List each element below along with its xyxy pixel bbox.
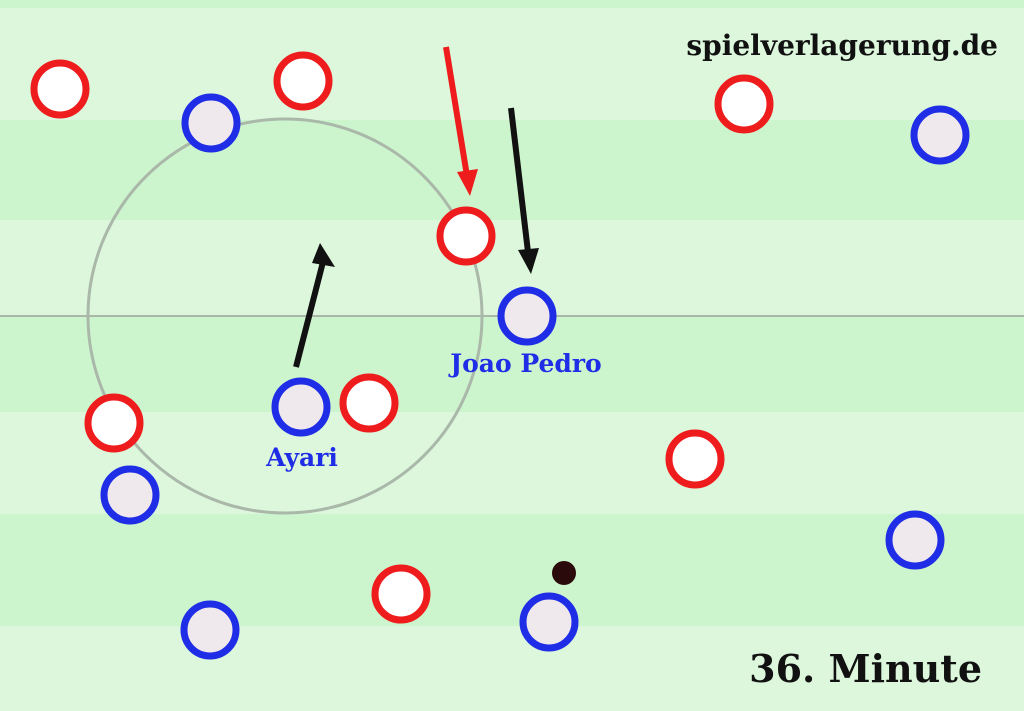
red-player-r2 (273, 51, 333, 111)
pitch-stripe (0, 8, 1024, 120)
arrow-red-press-head (457, 169, 478, 196)
arrow-red-press (443, 46, 470, 177)
arrow-joao-run (508, 107, 531, 253)
blue-player-b2 (910, 105, 970, 165)
red-player-r6 (84, 393, 144, 453)
player-label-joao-pedro: Joao Pedro (448, 349, 601, 378)
watermark: spielverlagerung.de (686, 29, 998, 62)
blue-player-b7 (180, 600, 240, 660)
player-label-ayari: Ayari (265, 443, 338, 472)
minute-label: 36. Minute (749, 646, 982, 691)
blue-player-b6 (885, 510, 945, 570)
red-player-r8 (371, 564, 431, 624)
pitch-stripe (0, 514, 1024, 626)
red-player-r1 (30, 59, 90, 119)
arrow-ayari-run-head (312, 243, 335, 267)
arrow-joao-run-head (518, 248, 539, 274)
blue-player-b3 (497, 286, 557, 346)
arrow-ayari-run (293, 253, 328, 368)
red-player-r7 (665, 429, 725, 489)
blue-player-b4 (271, 377, 331, 437)
ball (552, 561, 576, 585)
players-layer (30, 51, 970, 660)
center-circle (86, 117, 484, 515)
red-player-r4 (436, 206, 496, 266)
red-player-r3 (714, 74, 774, 134)
pitch-stripe (0, 626, 1024, 711)
blue-player-b8 (519, 592, 579, 652)
pitch-stripe (0, 0, 1024, 8)
pitch-stripe (0, 412, 1024, 514)
red-player-r5 (339, 373, 399, 433)
blue-player-b5 (100, 465, 160, 525)
blue-player-b1 (181, 93, 241, 153)
